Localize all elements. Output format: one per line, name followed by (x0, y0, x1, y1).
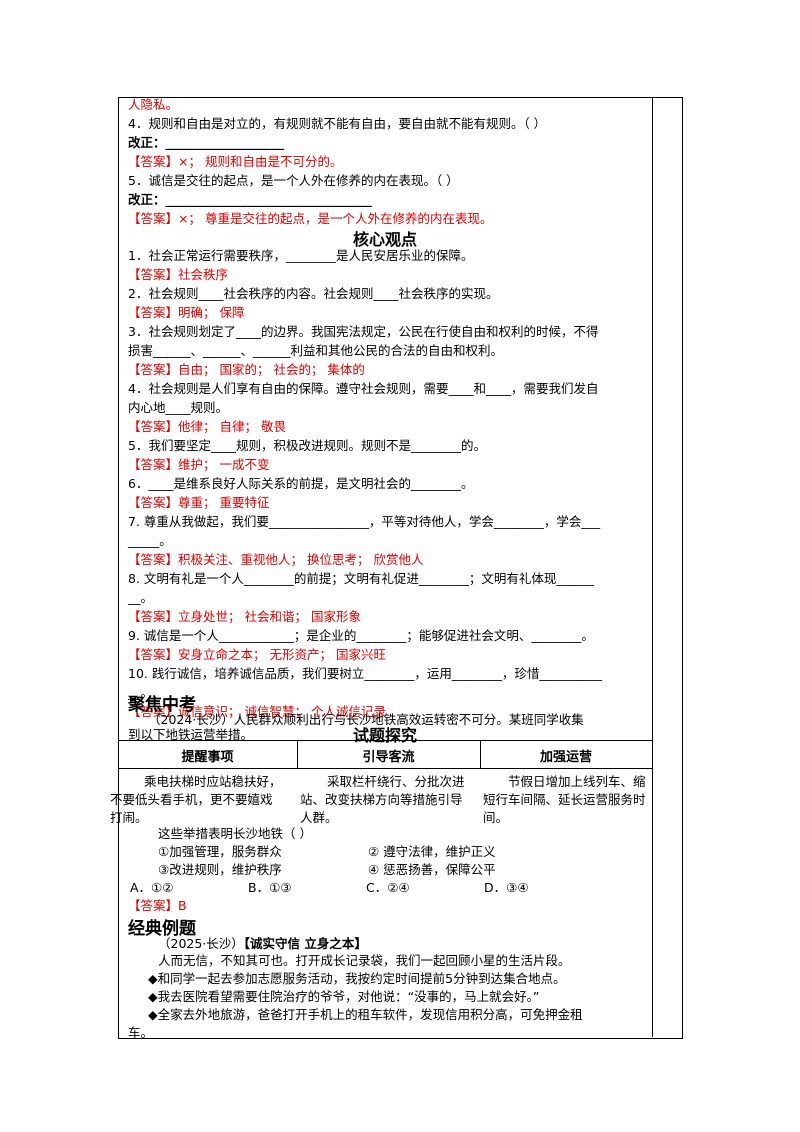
classic-line: 人而无信，不知其可也。打开成长记录袋，我们一起回顾小星的生活片段。 (158, 953, 571, 968)
classic-line: ◆和同学一起去参加志愿服务活动，我按约定时间提前5分钟到达集合地点。 (148, 971, 566, 986)
option-1: ①加强管理，服务群众 (158, 844, 282, 859)
table-col-divider-2 (480, 740, 481, 768)
choice-b: B．①③ (248, 880, 292, 895)
core-line: 【答案】自由； 国家的； 社会的； 集体的 (128, 362, 365, 377)
section-classic: 经典例题 (128, 919, 196, 939)
choice-d: D．③④ (484, 880, 529, 895)
core-line: 10. 践行诚信，培养诚信品质，我们要树立________，运用________… (128, 666, 602, 681)
exam-section-heading: 聚焦中考 (128, 695, 196, 715)
table-col-divider-1 (297, 740, 298, 768)
core-line: 7. 尊重从我做起，我们要________________，平等对待他人，学会_… (128, 514, 601, 529)
core-line: 【答案】尊重； 重要特征 (128, 495, 270, 510)
core-line: 【答案】维护； 一成不变 (128, 457, 270, 472)
classic-title-prefix: （2025·长沙） (158, 936, 244, 951)
choice-c: C．②④ (366, 880, 410, 895)
table-cell-1-line1: 乘电扶梯时应站稳扶好， (144, 774, 282, 789)
review-line: 改正：___________________ (128, 135, 285, 150)
exam-intro-2: 到以下地铁运营举措。 (128, 727, 254, 742)
core-line: _____。 (128, 533, 172, 548)
core-line: 1．社会正常运行需要秩序，________是人民安居乐业的保障。 (128, 248, 474, 263)
table-top-border (118, 740, 652, 741)
classic-line: ◆全家去外地旅游，爸爸打开手机上的租车软件，发现信用积分高，可免押金租 (148, 1007, 583, 1022)
exam-intro-1: （2024·长沙）人民群众顺利出行与长沙地铁高效运转密不可分。某班同学收集 (148, 712, 584, 727)
table-cell-3-line1: 节假日增加上线列车、缩 (508, 774, 646, 789)
core-line: 2．社会规则____社会秩序的内容。社会规则____社会秩序的实现。 (128, 286, 499, 301)
table-header-border (118, 768, 652, 769)
option-2: ② 遵守法律，维护正义 (368, 844, 496, 859)
table-cell-2-line2: 站、改变扶梯方向等措施引导 (300, 792, 463, 807)
table-cell-1-line3: 打闹。 (110, 810, 148, 825)
classic-line: 车。 (128, 1025, 154, 1040)
classic-line: ◆我去医院看望需要住院治疗的爷爷，对他说：“没事的，马上就会好。” (148, 989, 540, 1004)
core-line: 3．社会规则划定了____的边界。我国宪法规定，公民在行使自由和权利的时候，不得 (128, 324, 599, 339)
content-frame (118, 97, 683, 1039)
core-line: 5．我们要坚定____规则，积极改进规则。规则不是________的。 (128, 438, 486, 453)
table-header-3: 加强运营 (539, 750, 592, 765)
review-line: 人隐私。 (128, 97, 179, 112)
review-line: 改正：_________________________________ (128, 192, 372, 207)
core-line: 【答案】立身处世； 社会和谐； 国家形象 (128, 609, 361, 624)
table-cell-3-line3: 间。 (483, 810, 509, 825)
core-line: 【答案】积极关注、重视他人； 换位思考； 欣赏他人 (128, 552, 424, 567)
table-header-2: 引导客流 (362, 750, 415, 765)
classic-title: （2025·长沙）【诚实守信 立身之本】 (158, 936, 367, 952)
table-cell-2-line1: 采取栏杆绕行、分批次进 (327, 774, 465, 789)
core-line: 【答案】社会秩序 (128, 267, 229, 282)
exam-question: 这些举措表明长沙地铁（ ） (158, 826, 312, 841)
core-line: 【答案】明确； 保障 (128, 305, 245, 320)
review-line: 4．规则和自由是对立的，有规则就不能有自由，要自由就不能有规则。（ ） (128, 116, 547, 131)
core-line: __。 (128, 685, 154, 700)
core-line: 9. 诚信是一个人____________；是企业的________；能够促进社… (128, 628, 594, 643)
core-line: 6．____是维系良好人际关系的前提，是文明社会的________。 (128, 476, 474, 491)
exam-answer: 【答案】B (128, 898, 187, 913)
option-4: ④ 惩恶扬善，保障公平 (368, 862, 496, 877)
heading-core: 核心观点 (352, 230, 417, 249)
table-cell-2-line3: 人群。 (300, 810, 338, 825)
core-line: 损害______、______、______利益和其他公民的合法的自由和权利。 (128, 343, 504, 358)
core-line: 【答案】诚信意识； 诚信智慧； 个人诚信记录 (128, 704, 386, 719)
right-column-divider (652, 97, 653, 1037)
core-line: 【答案】安身立命之本； 无形资产； 国家兴旺 (128, 647, 386, 662)
choice-a: A．①② (130, 880, 174, 895)
option-3: ③改进规则，维护秩序 (158, 862, 282, 877)
table-cell-3-line2: 短行车间隔、延长运营服务时 (483, 792, 646, 807)
review-line: 【答案】×； 规则和自由是不可分的。 (128, 154, 343, 169)
review-line: 5．诚信是交往的起点，是一个人外在修养的内在表现。（ ） (128, 173, 459, 188)
review-line: 【答案】×； 尊重是交往的起点，是一个人外在修养的内在表现。 (128, 211, 493, 226)
core-line: 内心地____规则。 (128, 400, 229, 415)
core-line: 4．社会规则是人们享有自由的保障。遵守社会规则，需要____和____，需要我们… (128, 381, 599, 396)
core-line: 【答案】他律； 自律； 敬畏 (128, 419, 286, 434)
classic-title-main: 【诚实守信 立身之本】 (243, 936, 367, 951)
core-line: __。 (128, 590, 154, 605)
table-cell-1-line2: 不要低头看手机，更不要嬉戏 (110, 792, 273, 807)
table-header-1: 提醒事项 (181, 750, 234, 765)
core-line: 8. 文明有礼是一个人________的前提；文明有礼促进________；文明… (128, 571, 594, 586)
